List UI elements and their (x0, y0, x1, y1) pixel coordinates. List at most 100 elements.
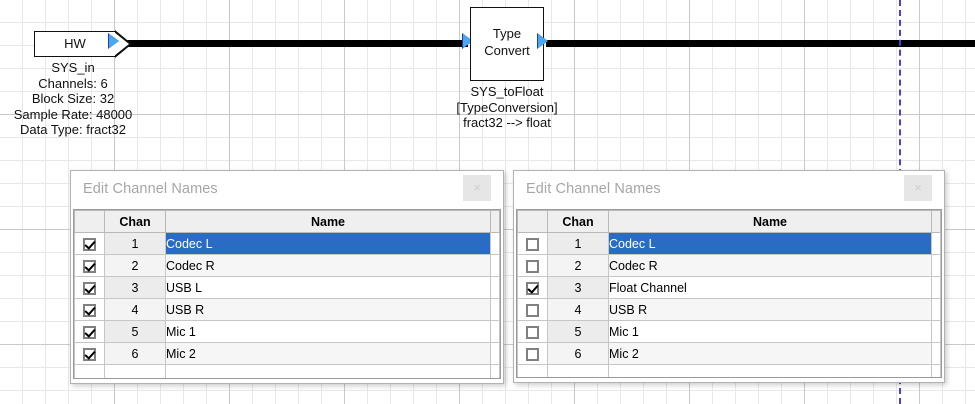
block-type-convert-label-line1: Type (492, 26, 522, 41)
port-typeconvert-output[interactable] (538, 34, 548, 48)
checkbox-checked-icon[interactable] (83, 303, 96, 317)
close-icon[interactable]: × (463, 175, 491, 201)
row-pad-cell (490, 298, 500, 321)
block-type-convert-label-line2: Convert (484, 43, 530, 58)
row-pad-cell (931, 232, 941, 255)
port-hw-output[interactable] (109, 34, 119, 48)
checkbox-unchecked-icon[interactable] (526, 259, 539, 273)
table-empty-area (74, 364, 500, 378)
channel-number-cell[interactable]: 6 (547, 342, 609, 365)
checkbox-checked-icon[interactable] (83, 237, 96, 251)
row-checkbox-cell[interactable] (517, 298, 548, 321)
dialog-titlebar[interactable]: Edit Channel Names × (71, 171, 503, 209)
row-checkbox-cell[interactable] (74, 320, 105, 343)
channel-name-cell[interactable]: USB R (608, 298, 932, 321)
dialog-titlebar[interactable]: Edit Channel Names × (514, 171, 944, 209)
row-checkbox-cell[interactable] (74, 232, 105, 255)
channel-name-cell[interactable]: USB R (165, 298, 491, 321)
channel-number-cell[interactable]: 2 (547, 254, 609, 277)
row-checkbox-cell[interactable] (517, 342, 548, 365)
port-typeconvert-input[interactable] (463, 34, 473, 48)
channel-number-cell[interactable]: 4 (104, 298, 166, 321)
row-pad-cell (490, 320, 500, 343)
column-header-chan[interactable]: Chan (104, 210, 166, 233)
channel-number-cell[interactable]: 3 (547, 276, 609, 299)
row-checkbox-cell[interactable] (517, 254, 548, 277)
channel-name-cell[interactable]: Mic 1 (608, 320, 932, 343)
channel-number-cell[interactable]: 2 (104, 254, 166, 277)
checkbox-unchecked-icon[interactable] (526, 325, 539, 339)
channel-number-cell[interactable]: 6 (104, 342, 166, 365)
checkbox-checked-icon[interactable] (83, 281, 96, 295)
channel-name-cell[interactable]: Codec R (165, 254, 491, 277)
row-checkbox-cell[interactable] (517, 232, 548, 255)
column-header-checkbox[interactable] (74, 210, 105, 233)
channel-number-cell[interactable]: 4 (547, 298, 609, 321)
column-header-name[interactable]: Name (165, 210, 491, 233)
column-header-checkbox[interactable] (517, 210, 548, 233)
wire-typeconvert-out[interactable] (546, 40, 975, 47)
row-checkbox-cell[interactable] (74, 276, 105, 299)
checkbox-checked-icon[interactable] (83, 347, 96, 361)
row-checkbox-cell[interactable] (517, 320, 548, 343)
channel-name-cell[interactable]: Codec L (165, 232, 491, 255)
row-checkbox-cell[interactable] (74, 342, 105, 365)
channel-name-cell[interactable]: Codec R (608, 254, 932, 277)
dialog-title: Edit Channel Names (83, 181, 218, 197)
channel-number-cell[interactable]: 3 (104, 276, 166, 299)
block-hw[interactable]: HW (34, 30, 132, 58)
row-checkbox-cell[interactable] (517, 276, 548, 299)
row-checkbox-cell[interactable] (74, 298, 105, 321)
row-pad-cell (931, 276, 941, 299)
row-pad-cell (490, 342, 500, 365)
table-empty-area (517, 364, 941, 377)
channel-number-cell[interactable]: 5 (104, 320, 166, 343)
channel-name-cell[interactable]: Mic 1 (165, 320, 491, 343)
checkbox-unchecked-icon[interactable] (526, 347, 539, 361)
checkbox-checked-icon[interactable] (83, 325, 96, 339)
row-checkbox-cell[interactable] (74, 254, 105, 277)
checkbox-checked-icon[interactable] (526, 281, 539, 295)
close-icon[interactable]: × (904, 175, 932, 201)
channel-name-cell[interactable]: Mic 2 (608, 342, 932, 365)
column-header-chan[interactable]: Chan (547, 210, 609, 233)
column-header-pad (490, 210, 500, 233)
checkbox-unchecked-icon[interactable] (526, 303, 539, 317)
channel-number-cell[interactable]: 1 (547, 232, 609, 255)
row-pad-cell (931, 342, 941, 365)
checkbox-checked-icon[interactable] (83, 259, 96, 273)
column-header-name[interactable]: Name (608, 210, 932, 233)
channel-number-cell[interactable]: 5 (547, 320, 609, 343)
channel-name-cell[interactable]: USB L (165, 276, 491, 299)
channel-number-cell[interactable]: 1 (104, 232, 166, 255)
block-type-convert[interactable]: Type Convert (470, 7, 544, 81)
channel-name-cell[interactable]: Mic 2 (165, 342, 491, 365)
table-header-row: Chan Name (517, 210, 941, 233)
row-pad-cell (931, 254, 941, 277)
wire-hw-to-typeconvert[interactable] (118, 40, 468, 47)
channel-name-cell[interactable]: Float Channel (608, 276, 932, 299)
channel-name-cell[interactable]: Codec L (608, 232, 932, 255)
block-hw-caption: SYS_in Channels: 6 Block Size: 32 Sample… (13, 60, 133, 137)
checkbox-unchecked-icon[interactable] (526, 237, 539, 251)
